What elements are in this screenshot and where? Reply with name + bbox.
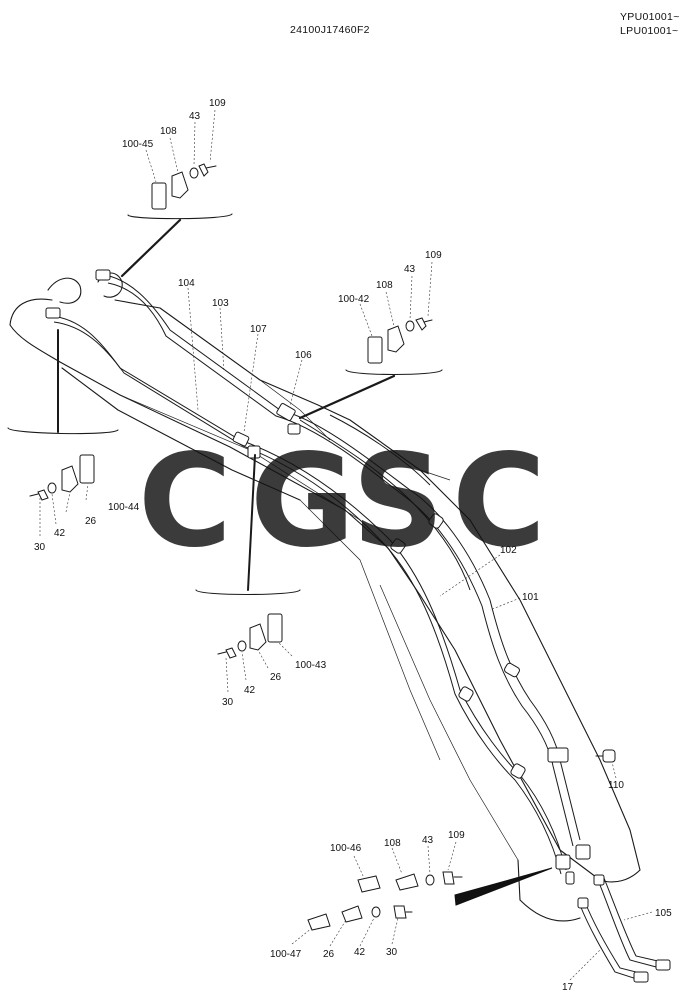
callout-pipe-101: 101 [522, 592, 539, 603]
clamp-108-top [171, 171, 189, 199]
callout-left-42: 42 [54, 528, 66, 539]
pointer-bottom [454, 867, 553, 906]
plate-100-42 [367, 336, 383, 364]
callout-left-30: 30 [34, 542, 46, 553]
callout-mid-100-43: 100-43 [295, 660, 327, 671]
watermark-letter-c1: C [138, 427, 232, 576]
callout-bottom-42: 42 [354, 947, 366, 958]
callout-left-26: 26 [85, 516, 97, 527]
leader-lines [39, 109, 653, 981]
clamp-26-left [61, 465, 79, 493]
callout-mid-42: 42 [244, 685, 256, 696]
serial-range-lpu: LPU01001~ [620, 25, 678, 37]
washer-43-right [405, 320, 415, 332]
washer-43-bottom [425, 874, 435, 886]
callout-pipe-105: 105 [655, 908, 672, 919]
drawing-code: 24100J17460F2 [290, 24, 370, 36]
clamp-26-bottom [341, 905, 363, 923]
callout-pipe-106: 106 [295, 350, 312, 361]
callout-top-109: 109 [209, 98, 226, 109]
bolt-110 [602, 749, 616, 763]
clamp-26-mid [249, 623, 267, 651]
callout-top-108: 108 [160, 126, 177, 137]
pipe-clamps [45, 269, 671, 983]
callout-bottom-108: 108 [384, 838, 401, 849]
callout-bottom-100-46: 100-46 [330, 843, 362, 854]
washer-42-left [47, 482, 57, 494]
callout-right-109: 109 [425, 250, 442, 261]
detail-panel-mid [195, 454, 301, 659]
callout-right-100-42: 100-42 [338, 294, 370, 305]
callout-mid-26: 26 [270, 672, 282, 683]
clamp-100-47 [307, 913, 331, 931]
serial-range-ypu: YPU01001~ [620, 11, 680, 23]
callout-labels: 109 43 108 100-45 109 43 108 100-42 100-… [34, 98, 672, 993]
watermark-letter-g: G [250, 427, 355, 576]
callout-right-43: 43 [404, 264, 416, 275]
clamp-108-right [387, 325, 405, 353]
detail-panel-bottom [307, 867, 553, 931]
boom-outline [9, 272, 641, 922]
callout-bottom-109: 109 [448, 830, 465, 841]
plate-100-44 [79, 454, 95, 484]
washer-42-mid [237, 640, 247, 652]
callout-pipe-107: 107 [250, 324, 267, 335]
watermark-letter-s: S [352, 427, 444, 576]
callout-bottom-30: 30 [386, 947, 398, 958]
detail-panel-top [120, 163, 233, 278]
callout-bottom-26: 26 [323, 949, 335, 960]
callout-pipe-102: 102 [500, 545, 517, 556]
clamp-108-bottom [395, 873, 419, 891]
callout-pipe-110: 110 [608, 780, 624, 791]
callout-mid-30: 30 [222, 697, 234, 708]
washer-43-top [189, 167, 199, 179]
cgsc-watermark: C G S C [138, 427, 546, 576]
callout-pipe-103: 103 [212, 298, 229, 309]
callout-bottom-100-47: 100-47 [270, 949, 302, 960]
watermark-letter-c2: C [452, 427, 546, 576]
detail-panel-right [298, 317, 443, 420]
washer-42-bottom [371, 906, 381, 918]
clamp-100-46 [357, 875, 381, 893]
callout-left-100-44: 100-44 [108, 502, 140, 513]
detail-panel-left [7, 329, 119, 501]
callout-top-43: 43 [189, 111, 201, 122]
callout-pipe-17: 17 [562, 982, 574, 993]
plate-100-45 [151, 182, 167, 210]
plate-100-43 [267, 613, 283, 643]
callout-pipe-104: 104 [178, 278, 195, 289]
callout-top-100-45: 100-45 [122, 139, 154, 150]
callout-right-108: 108 [376, 280, 393, 291]
callout-bottom-43: 43 [422, 835, 434, 846]
